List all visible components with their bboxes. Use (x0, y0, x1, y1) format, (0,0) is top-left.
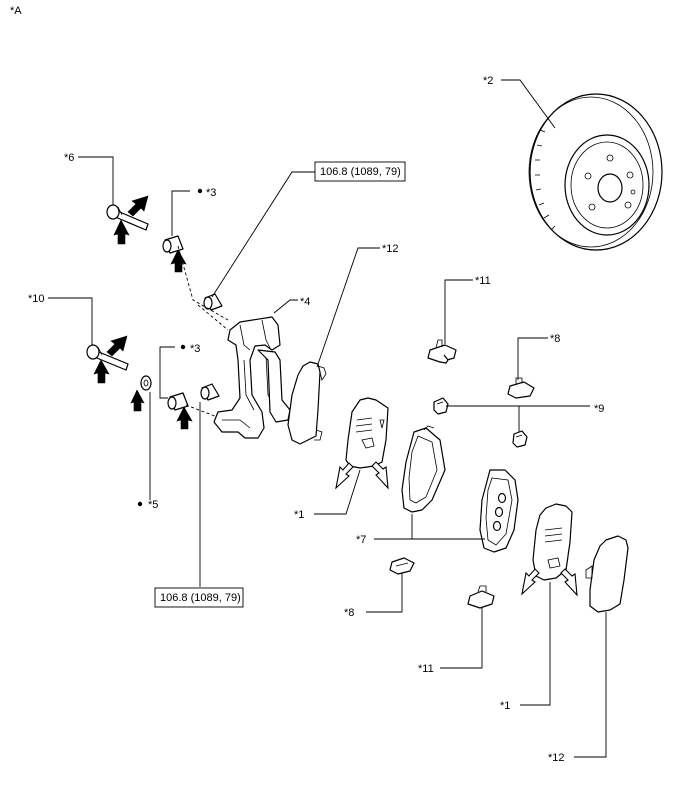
torque-value-upper: 106.8 (1089, 79) (320, 166, 401, 178)
brake-pad-outer (479, 469, 519, 553)
slide-pin-upper (106, 204, 149, 231)
disc-rotor (528, 93, 663, 251)
corner-label: *A (10, 5, 22, 17)
label-1-lower: *1 (500, 700, 510, 712)
label-3-lower: *3 (190, 343, 200, 355)
label-9: *9 (594, 403, 604, 415)
torque-box-upper: 106.8 (1089, 79) (314, 161, 406, 182)
grease-arrow-3b (176, 406, 193, 430)
label-11-lower: *11 (418, 663, 434, 675)
arrow-hollow-1b (371, 461, 389, 490)
mounting-bolt-upper (203, 293, 223, 311)
label-4: *4 (300, 296, 310, 308)
label-3-upper: *3 (206, 187, 216, 199)
pad-clip-b (512, 430, 528, 448)
anti-squeal-shim-outer-upper (287, 361, 327, 445)
torque-box-lower: 106.8 (1089, 79) (154, 587, 244, 608)
arrow-hollow-1a (335, 462, 354, 490)
label-8-lower: *8 (344, 607, 354, 619)
label-2: *2 (483, 75, 493, 87)
label-1-upper: *1 (294, 509, 304, 521)
pad-support-plate-lower (467, 585, 495, 609)
grease-arrow-10a (106, 335, 128, 357)
label-8-upper: *8 (550, 333, 560, 345)
torque-value-lower: 106.8 (1089, 79) (160, 592, 241, 604)
label-12-upper: *12 (382, 243, 399, 255)
label-12-lower: *12 (548, 752, 565, 764)
arrow-hollow-1c (521, 568, 540, 596)
bushing-upper (162, 235, 184, 254)
brake-pad-inner (401, 425, 446, 513)
anti-squeal-shim-inner-upper (345, 397, 389, 469)
pad-clip-a (433, 397, 449, 415)
mounting-bolt-lower (200, 383, 220, 401)
pin-boot (140, 375, 152, 391)
pad-wear-indicator-upper (507, 377, 535, 399)
grease-arrow-10b (93, 359, 110, 384)
label-5: *5 (148, 499, 158, 511)
caliper-mounting-bracket (213, 316, 291, 439)
label-11-upper: *11 (475, 275, 491, 287)
arrow-hollow-1d (560, 568, 578, 597)
label-7: *7 (356, 534, 366, 546)
label-10: *10 (28, 293, 45, 305)
slide-pin-lower (86, 344, 129, 371)
anti-squeal-shim-outer-lower (585, 535, 629, 613)
pad-wear-indicator-lower (389, 557, 415, 575)
grease-arrow-6a (127, 195, 149, 217)
bushing-lower (167, 392, 189, 411)
anti-squeal-shim-inner-lower (532, 503, 573, 581)
grease-arrow-6b (113, 219, 130, 245)
grease-arrow-5 (130, 389, 145, 412)
pad-support-plate-upper (427, 339, 457, 364)
grease-arrow-3a (170, 249, 187, 273)
label-6: *6 (64, 152, 74, 164)
